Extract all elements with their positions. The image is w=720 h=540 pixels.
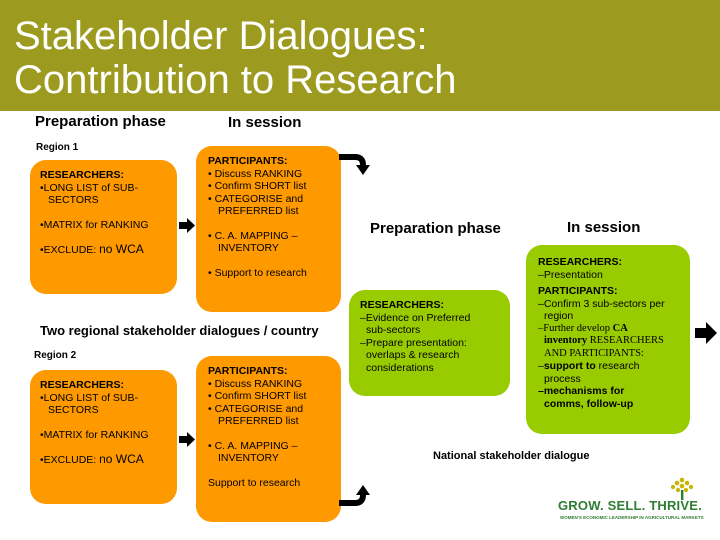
list-item: comms, follow-up [544,397,634,410]
list-item: • Discuss RANKING [208,167,303,180]
in-session-label-right: In session [567,219,641,236]
right-arrow-icon [179,218,195,233]
list-item: PREFERRED list [218,415,299,427]
list-item-value: no WCA [99,242,144,256]
prep-phase-label-left: Preparation phase [35,113,166,130]
list-item: • Confirm SHORT list [208,390,307,402]
list-item-emphasis: support to [543,360,596,372]
right-arrow-icon [695,322,717,344]
list-item-text: research [595,360,640,372]
list-item: sub-sectors [366,324,421,336]
researchers-heading: RESEARCHERS: [360,299,445,311]
list-item-text: – [538,360,544,372]
list-item: •LONG LIST of SUB- [40,181,139,194]
list-item-text: – [538,385,544,397]
region1-label: Region 1 [36,142,79,153]
logo-tagline: WOMEN'S ECONOMIC LEADERSHIP IN AGRICULTU… [560,515,704,520]
curved-arrow-down-icon [339,154,370,175]
list-item: inventory RESEARCHERS [538,335,678,348]
list-item: region [544,310,574,322]
list-item: –Confirm 3 sub-sectors per [538,297,665,310]
in-session-label-left: In session [228,114,302,131]
prep-phase-label-right: Preparation phase [370,220,501,237]
list-item: process [544,372,581,385]
list-item: PREFERRED list [218,205,299,217]
region2-researchers-box: RESEARCHERS: •LONG LIST of SUB- SECTORS … [30,370,177,504]
title-bar [0,0,720,111]
national-prep-box: RESEARCHERS: –Evidence on Preferred sub-… [349,290,510,396]
tree-logo-icon [670,477,694,500]
list-item-emphasis: CA [612,322,628,334]
list-item-prefix: •EXCLUDE: [40,454,100,466]
researchers-heading: RESEARCHERS: [40,169,125,181]
list-item: • C. A. MAPPING – [208,229,298,242]
list-item: •MATRIX for RANKING [40,428,149,441]
list-item: –support to research [538,360,678,373]
participants-heading: PARTICIPANTS: [208,155,288,167]
list-item: •LONG LIST of SUB- [40,391,139,404]
page-title: Stakeholder Dialogues: Contribution to R… [14,14,456,102]
list-item: –Further develop CA [538,323,678,336]
right-arrow-icon [179,432,195,447]
grow-sell-thrive-logo: GROW. SELL. THRIVE. WOMEN'S ECONOMIC LEA… [556,476,716,532]
list-item: • CATEGORISE and [208,402,304,415]
region2-participants-box: PARTICIPANTS: • Discuss RANKING • Confir… [196,356,341,522]
list-item-emphasis: mechanisms for [543,385,625,397]
title-line-2: Contribution to Research [14,58,457,102]
list-item: • Confirm SHORT list [208,180,307,192]
list-item: • Support to research [208,266,307,279]
curved-arrow-up-icon [339,485,370,506]
list-item-prefix: •EXCLUDE: [40,244,100,256]
list-item: –Evidence on Preferred [360,311,471,324]
list-item: •EXCLUDE: no WCA [40,243,167,257]
list-item: • C. A. MAPPING – [208,439,298,452]
list-item: •EXCLUDE: no WCA [40,453,167,467]
list-item-emphasis: inventory [544,335,588,346]
list-item: –Presentation [538,268,603,281]
national-dialogue-label: National stakeholder dialogue [433,450,590,462]
list-item: INVENTORY [218,242,279,254]
researchers-heading: RESEARCHERS: [40,379,125,391]
region1-participants-box: PARTICIPANTS: • Discuss RANKING • Confir… [196,146,341,312]
region2-label: Region 2 [34,350,77,361]
list-item: AND PARTICIPANTS: [544,347,644,359]
participants-heading: PARTICIPANTS: [538,285,618,297]
list-item: INVENTORY [218,452,279,464]
region1-researchers-box: RESEARCHERS: •LONG LIST of SUB- SECTORS … [30,160,177,294]
list-item: considerations [366,361,434,374]
list-item-value: no WCA [99,452,144,466]
logo-text: GROW. SELL. THRIVE. [558,498,702,513]
list-item-text: RESEARCHERS [587,335,664,346]
list-item: SECTORS [48,194,99,206]
list-item: •MATRIX for RANKING [40,218,149,231]
participants-heading: PARTICIPANTS: [208,365,288,377]
title-line-1: Stakeholder Dialogues: [14,14,428,58]
list-item-text: –Further develop [538,322,613,334]
list-item: Support to research [208,476,301,489]
list-item: SECTORS [48,404,99,416]
list-item: overlaps & research [366,349,460,361]
list-item: –Prepare presentation: [360,336,467,349]
national-session-box: RESEARCHERS: –Presentation PARTICIPANTS:… [526,245,690,434]
list-item: –mechanisms for [538,385,678,398]
researchers-heading: RESEARCHERS: [538,256,623,268]
list-item: • CATEGORISE and [208,192,304,205]
list-item: • Discuss RANKING [208,377,303,390]
two-regional-label: Two regional stakeholder dialogues / cou… [40,323,319,338]
